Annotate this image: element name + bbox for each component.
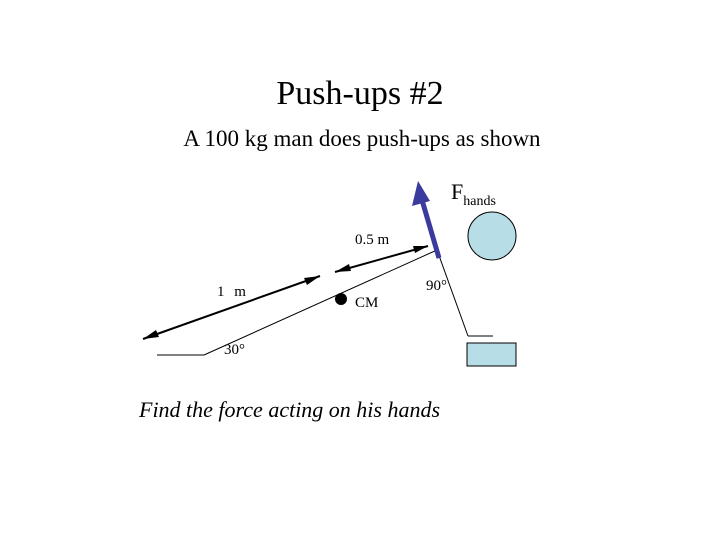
hand-block (466, 342, 517, 367)
arrowhead-1m-left (143, 330, 159, 339)
angle-label-floor: 30° (224, 342, 245, 358)
dimension-label-1m: 1 m (217, 284, 249, 300)
slide-subtitle: A 100 kg man does push-ups as shown (183, 126, 541, 151)
slide-title: Push-ups #2 (276, 75, 444, 112)
dimension-label-0-5m: 0.5 m (355, 232, 390, 248)
question-text: Find the force acting on his hands (139, 397, 441, 422)
dimension-arrow-0-5m (334, 245, 429, 273)
arrowhead-0-5m-right (413, 246, 428, 253)
arm-line (436, 249, 469, 337)
force-label: Fhands (451, 179, 496, 209)
arrowhead-0-5m-left (335, 264, 351, 272)
body-line (203, 249, 438, 356)
center-of-mass-dot (335, 293, 347, 305)
force-arrow-head (412, 181, 430, 206)
angle-label-arm: 90° (426, 278, 447, 294)
cm-label: CM (355, 295, 379, 311)
force-label-main: F (451, 179, 464, 204)
force-arrow-shaft (419, 199, 442, 259)
force-label-sub: hands (463, 194, 496, 209)
arrowhead-1m-right (304, 276, 320, 285)
head-circle (467, 211, 517, 261)
dimension-arrow-1m (142, 275, 321, 340)
